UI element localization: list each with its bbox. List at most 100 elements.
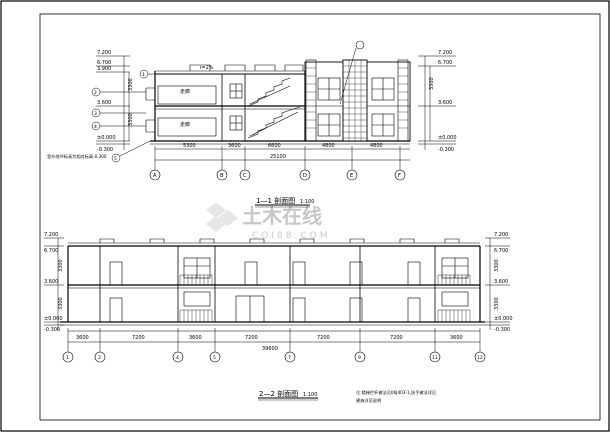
- level2-l3: 3.600: [44, 279, 58, 285]
- door-u4: [349, 261, 363, 286]
- stair-rail-l1: [179, 309, 213, 322]
- level-marks-2-right: [485, 237, 510, 330]
- parapet-blocks: [189, 64, 304, 71]
- section-2-2: [44, 237, 510, 401]
- axis-d: D: [303, 173, 307, 179]
- level2-l4: ±0.000: [44, 316, 63, 322]
- axis-bubbles-2: [62, 351, 486, 363]
- dims-h-1: [154, 146, 410, 170]
- axis2-4: 4: [176, 355, 179, 361]
- level-r2: 6.700: [438, 60, 452, 66]
- dim2-v-3: 3300: [494, 259, 500, 272]
- callout-1: 1: [142, 72, 145, 78]
- window-l2: [441, 291, 469, 307]
- callout-2: 2: [94, 90, 97, 96]
- brick-pier-right: [397, 59, 409, 142]
- axis2-5: 5: [213, 355, 216, 361]
- room-label-lower: 走廊: [180, 121, 190, 128]
- room-label-upper: 走廊: [180, 88, 190, 95]
- callout-top: [355, 40, 365, 50]
- window-l1: [183, 291, 211, 307]
- level2-r5: -0.300: [494, 327, 510, 333]
- section-1-title: 1—1 剖面图: [256, 196, 295, 205]
- callout-3: 3: [94, 111, 97, 117]
- dim2-h-1: 3600: [76, 335, 89, 341]
- level2-l1: 7.200: [44, 232, 58, 238]
- dim-v-1: 3300: [128, 78, 134, 91]
- callout-circles-left: [91, 69, 160, 163]
- dim2-h-4: 7200: [245, 335, 258, 341]
- room-upper: [157, 85, 217, 105]
- level-marks-left: [96, 55, 130, 150]
- door-u2: [244, 261, 258, 286]
- level2-r1: 7.200: [494, 232, 508, 238]
- level-l5: ±0.000: [97, 135, 116, 141]
- dim-v-2: 3300: [128, 113, 134, 126]
- axis-bubbles-1: [149, 169, 406, 181]
- stair-rail-u1: [179, 274, 213, 285]
- section-2-scale: 1:100: [303, 392, 317, 398]
- section-2-texts: 7.200 6.700 3.600 ±0.000 -0.300 7.200 6.…: [44, 232, 513, 404]
- door-l2: [292, 297, 306, 323]
- level-l6: -0.300: [97, 147, 113, 153]
- axis2-2: 2: [98, 355, 101, 361]
- level2-l5: -0.300: [44, 327, 60, 333]
- watermark-brand: 土木在线: [242, 204, 322, 228]
- note-line-1: 注:楼梯栏杆做法见06J403-1,扶手做法详见: [356, 389, 436, 396]
- dim2-h-6: 7200: [390, 335, 403, 341]
- dim2-v-4: 3300: [494, 297, 500, 310]
- watermark-url: COI88.COM: [252, 231, 330, 241]
- level2-r3: 3.600: [494, 279, 508, 285]
- dim2-total: 39600: [262, 346, 278, 352]
- axis2-11: 11: [432, 355, 438, 361]
- level2-l2: 6.700: [44, 248, 58, 254]
- axis2-7: 7: [288, 355, 291, 361]
- door-u1: [109, 261, 123, 286]
- dim-h-3: 6600: [268, 143, 281, 149]
- level-r1: 7.200: [438, 50, 452, 56]
- room-lower: [157, 117, 217, 137]
- level-l2: 6.700: [97, 60, 111, 66]
- axis-c: C: [243, 173, 247, 179]
- axis-b: B: [220, 173, 224, 179]
- door-l1: [109, 297, 123, 323]
- brick-pier-left: [305, 59, 317, 142]
- level-l4: 3.600: [97, 100, 111, 106]
- axis2-12: 12: [477, 355, 483, 361]
- dim2-v-2: 3300: [58, 297, 64, 310]
- level-r3: 3.600: [438, 100, 452, 106]
- section-1-scale: 1:100: [300, 199, 314, 205]
- dim-h-1: 5300: [183, 143, 196, 149]
- axis2-9: 9: [358, 355, 361, 361]
- parapet-2: [99, 238, 460, 243]
- dim2-h-5: 7200: [317, 335, 330, 341]
- ground-note: 室外地坪标高为相对标高-0.300: [47, 153, 107, 160]
- dim2-h-2: 7200: [132, 335, 145, 341]
- callout-5: 5: [114, 156, 117, 162]
- axis-e: E: [350, 173, 353, 179]
- section-2-title: 2—2 剖面图: [259, 389, 298, 398]
- dim-h-5: 4800: [370, 143, 383, 149]
- watermark-logo: [206, 202, 238, 232]
- watermark: 土木在线 COI88.COM: [206, 202, 330, 241]
- door-u5: [407, 261, 421, 286]
- dim2-h-7: 3600: [450, 335, 463, 341]
- brick-hatch: [343, 60, 367, 141]
- axis2-1: 1: [66, 355, 69, 361]
- balcony-rails: [145, 87, 155, 133]
- stair-rail-u2: [437, 274, 471, 285]
- level2-r2: 6.700: [494, 248, 508, 254]
- level-r4: ±0.000: [438, 135, 457, 141]
- level-marks-right: [418, 55, 456, 150]
- stair-rail-l2: [437, 309, 471, 322]
- level-l1: 7.200: [97, 50, 111, 56]
- door-u3: [292, 261, 306, 286]
- level-l3: 3.900: [97, 66, 111, 72]
- callout-4: 4: [94, 124, 97, 130]
- dim2-v-1: 3300: [58, 259, 64, 272]
- section-1-texts: 7.200 6.700 3.900 3.600 ±0.000 -0.300 7.…: [47, 50, 457, 205]
- axis-a: A: [153, 173, 157, 179]
- inner-border: [39, 13, 601, 421]
- level-r5: -0.300: [438, 147, 454, 153]
